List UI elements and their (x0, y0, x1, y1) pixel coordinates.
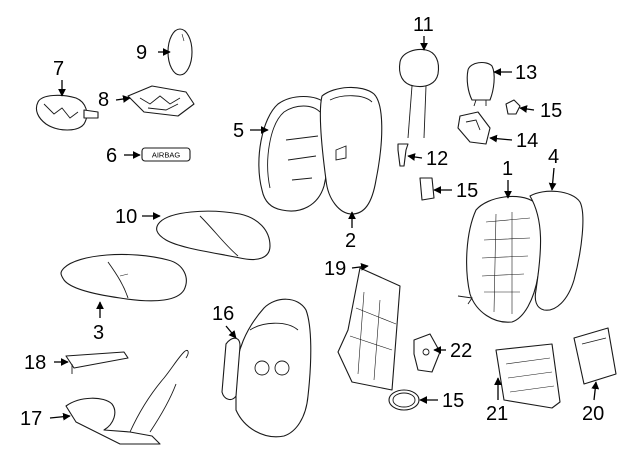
leader-4 (548, 167, 557, 191)
callout-13: 13 (515, 62, 537, 84)
part-11-headrest (398, 48, 440, 139)
part-2-backrest-panel (319, 86, 383, 215)
part-14-guide (457, 111, 491, 145)
part-16-back-shell (221, 298, 312, 438)
callout-1: 1 (502, 158, 513, 180)
part-3-cushion (60, 253, 187, 302)
callout-8: 8 (98, 89, 109, 111)
part-4-back-shell (529, 190, 584, 311)
callout-17: 17 (20, 408, 42, 430)
part-13-headrest-frame (466, 61, 495, 107)
callout-15-mid: 15 (456, 180, 478, 202)
leader-14 (489, 134, 513, 143)
part-19-back-panel (337, 267, 401, 391)
callout-16: 16 (212, 303, 234, 325)
callout-20: 20 (582, 403, 604, 425)
part-17-frame (65, 349, 189, 445)
leader-16 (225, 325, 237, 339)
callout-6: 6 (106, 145, 117, 167)
part-12-pin (397, 143, 409, 167)
leader-15-top (519, 105, 535, 113)
callout-15-top: 15 (540, 100, 562, 122)
part-7-cover (35, 94, 99, 131)
part-15-clip-top (505, 99, 521, 115)
callout-7: 7 (53, 58, 64, 80)
callout-numbers: 9 7 8 6 5 2 10 3 11 13 15 14 12 15 1 4 1… (20, 14, 604, 430)
callout-21: 21 (486, 403, 508, 425)
part-22-module (413, 333, 441, 373)
part-18-bar (65, 351, 129, 374)
part-9-disc (167, 28, 193, 76)
callout-5: 5 (233, 120, 244, 142)
callout-19: 19 (324, 258, 346, 280)
callout-11: 11 (413, 14, 434, 36)
part-8-bracket (127, 85, 195, 117)
leader-20 (591, 381, 600, 401)
airbag-tag-label: AIRBAG (152, 151, 181, 160)
part-10-cushion-cover (156, 210, 271, 261)
part-1-back-frame (457, 195, 543, 323)
callout-12: 12 (426, 148, 448, 170)
callout-14: 14 (516, 130, 538, 152)
part-21-panel (495, 343, 561, 409)
callout-22: 22 (450, 340, 472, 362)
callout-3: 3 (93, 322, 104, 344)
leader-8 (115, 95, 131, 103)
leader-19 (351, 263, 369, 271)
leader-12 (407, 153, 423, 161)
callout-4: 4 (548, 146, 559, 168)
callout-18: 18 (24, 352, 46, 374)
leader-17 (49, 412, 71, 421)
callout-2: 2 (345, 230, 356, 252)
part-15-ring (388, 389, 420, 411)
callout-15-low: 15 (442, 390, 464, 412)
part-6-airbag-tag: AIRBAG (141, 147, 191, 162)
leader-arrows (49, 36, 600, 421)
part-20-control-unit (573, 327, 617, 385)
part-15-clip-mid (419, 177, 435, 201)
callout-9: 9 (136, 42, 147, 64)
callout-10: 10 (115, 206, 137, 228)
